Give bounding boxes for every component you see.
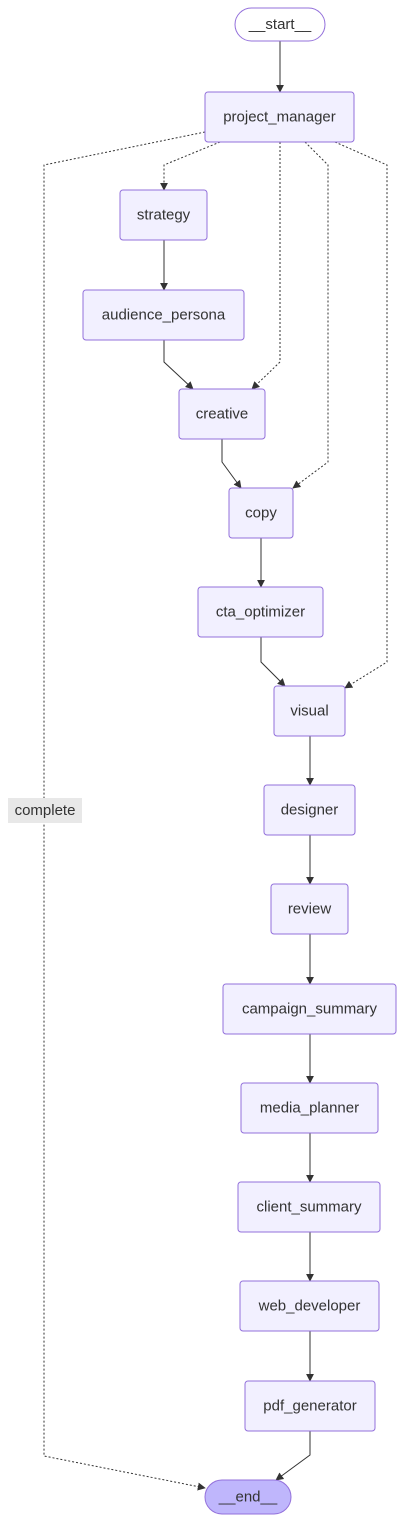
- edge-cta-optimizer-to-visual: [260, 637, 286, 687]
- node-designer-label: designer: [281, 802, 339, 819]
- node-creative-label: creative: [196, 406, 249, 423]
- node-client-summary[interactable]: client_summary: [237, 1181, 381, 1233]
- node-media-planner[interactable]: media_planner: [240, 1082, 379, 1134]
- node-visual-label: visual: [290, 703, 328, 720]
- edge-label-complete: complete: [8, 798, 82, 823]
- node-project-manager-label: project_manager: [223, 109, 336, 126]
- edge-audience-persona-to-creative: [163, 340, 194, 390]
- edge-project-manager-to-strategy: [160, 141, 221, 191]
- node-media-planner-label: media_planner: [260, 1100, 359, 1117]
- node-pdf-generator[interactable]: pdf_generator: [244, 1380, 376, 1432]
- node-cta-optimizer-label: cta_optimizer: [216, 604, 305, 621]
- node-cta-optimizer[interactable]: cta_optimizer: [197, 586, 324, 638]
- node-end[interactable]: __end__: [204, 1479, 292, 1515]
- edge-creative-to-copy: [221, 439, 242, 489]
- node-review[interactable]: review: [270, 883, 349, 935]
- node-strategy[interactable]: strategy: [119, 189, 208, 241]
- node-start-label: __start__: [248, 16, 312, 33]
- edge-project-manager-to-creative: [251, 142, 281, 390]
- node-strategy-label: strategy: [137, 207, 191, 224]
- node-web-developer[interactable]: web_developer: [239, 1280, 380, 1332]
- node-audience-persona[interactable]: audience_persona: [82, 289, 245, 341]
- node-client-summary-label: client_summary: [256, 1199, 362, 1216]
- node-end-label: __end__: [218, 1489, 278, 1506]
- node-visual[interactable]: visual: [273, 685, 346, 737]
- node-audience-persona-label: audience_persona: [102, 307, 226, 324]
- edge-project-manager-to-copy: [292, 141, 329, 489]
- edge-pdf-generator-to-end: [275, 1431, 311, 1481]
- node-web-developer-label: web_developer: [258, 1298, 361, 1315]
- node-copy[interactable]: copy: [228, 487, 294, 539]
- node-review-label: review: [288, 901, 332, 918]
- node-campaign-summary[interactable]: campaign_summary: [222, 983, 397, 1035]
- edge-label-complete-text: complete: [15, 802, 76, 819]
- node-start[interactable]: __start__: [234, 7, 326, 42]
- node-creative[interactable]: creative: [178, 388, 266, 440]
- node-campaign-summary-label: campaign_summary: [242, 1001, 378, 1018]
- node-copy-label: copy: [245, 505, 277, 522]
- node-project-manager[interactable]: project_manager: [204, 91, 355, 143]
- edges: [43, 41, 388, 1491]
- edge-project-manager-to-visual: [334, 141, 388, 689]
- node-designer[interactable]: designer: [263, 784, 356, 836]
- node-pdf-generator-label: pdf_generator: [263, 1398, 356, 1415]
